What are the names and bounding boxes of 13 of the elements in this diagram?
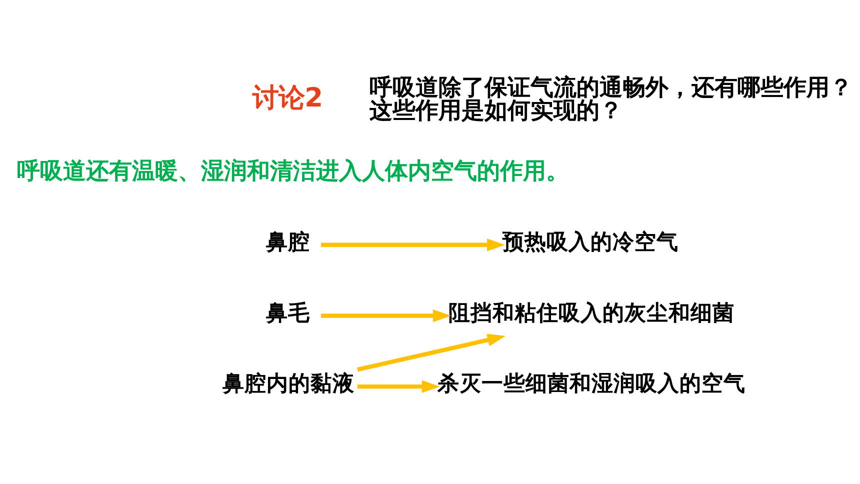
arrow xyxy=(320,238,506,251)
label: 呼吸道还有温暖、湿润和清洁进入人体内空气的作用。 xyxy=(17,158,570,184)
node-text: 鼻毛 xyxy=(266,300,310,326)
node-text: 杀灭一些细菌和湿润吸入的空气 xyxy=(438,371,746,396)
node-text: 鼻腔 xyxy=(266,229,310,254)
node-text: 阻挡和粘住吸入的灰尘和细菌 xyxy=(448,300,734,326)
label: 讨论2 xyxy=(252,82,323,113)
arrow xyxy=(357,380,440,392)
node-text: 预热吸入的冷空气 xyxy=(502,229,678,254)
arrow xyxy=(320,308,452,322)
node-text: 鼻腔内的黏液 xyxy=(222,371,355,396)
arrow xyxy=(357,333,506,372)
label: 呼吸道除了保证气流的通畅外，还有哪些作用？这些作用是如何实现的？ xyxy=(370,74,853,124)
